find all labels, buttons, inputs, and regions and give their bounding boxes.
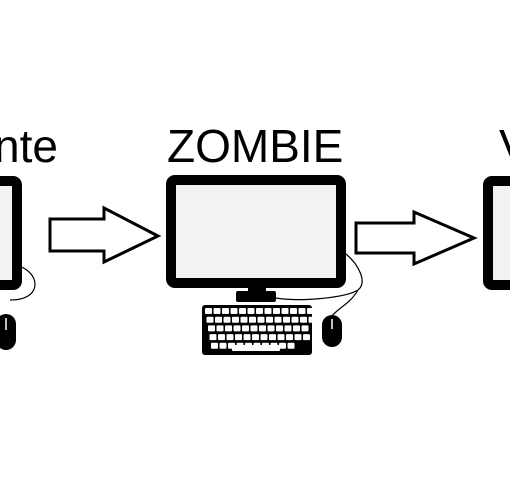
keyboard-key [287, 342, 295, 349]
node-label-right: V [499, 116, 510, 176]
keyboard-key [277, 334, 285, 341]
keyboard-key [260, 334, 268, 341]
keyboard-key [294, 334, 302, 341]
keyboard-key [308, 316, 316, 323]
keyboard-key [243, 334, 251, 341]
keyboard-icon [202, 305, 316, 355]
keyboard-key [256, 308, 263, 314]
keyboard-key [301, 325, 309, 332]
monitor-icon-zombie [166, 175, 346, 288]
arrow-right-icon-1 [48, 205, 162, 265]
computer-zombie [166, 175, 363, 355]
keyboard-key [257, 316, 265, 323]
keyboard-key [216, 325, 224, 332]
keyboard-key [291, 316, 299, 323]
keyboard-key [259, 325, 266, 332]
keyboard-key [218, 334, 225, 341]
monitor-icon-right [483, 176, 510, 290]
keyboard-key [273, 308, 280, 314]
keyboard-key [239, 308, 246, 314]
keyboard-key [223, 316, 231, 323]
mouse-icon-left [0, 314, 16, 350]
keyboard-key [290, 308, 297, 314]
keyboard-key [233, 325, 241, 332]
keyboard-key [266, 316, 273, 323]
keyboard-key [226, 334, 234, 341]
keyboard-key [279, 342, 286, 349]
keyboard-key [247, 308, 255, 314]
computer-right [483, 176, 510, 290]
arrow-right-icon-2 [354, 209, 478, 267]
keyboard-key [213, 308, 221, 314]
keyboard-key [235, 334, 242, 341]
keyboard-key [225, 325, 232, 332]
keyboard-key [240, 316, 248, 323]
keyboard-key [249, 316, 256, 323]
computer-left [0, 176, 36, 350]
keyboard-key [303, 334, 310, 341]
keyboard-key [276, 325, 283, 332]
monitor-stand [236, 291, 276, 302]
keyboard-key [298, 308, 306, 314]
mouse-cable-left [9, 264, 36, 301]
keyboard-key [269, 334, 276, 341]
keyboard-key [264, 308, 272, 314]
keyboard-key [230, 308, 238, 314]
keyboard-key [250, 325, 258, 332]
keyboard-key [232, 316, 239, 323]
keyboard-key [274, 316, 282, 323]
keyboard-spacebar [232, 345, 280, 351]
keyboard-key [222, 308, 229, 314]
keyboard-key [284, 325, 292, 332]
keyboard-key [252, 334, 259, 341]
keyboard-key [242, 325, 249, 332]
keyboard-key [209, 334, 217, 341]
keyboard-key [281, 308, 289, 314]
monitor-icon-left [0, 176, 22, 290]
keyboard-key [286, 334, 293, 341]
keyboard-key [307, 308, 314, 314]
keyboard-key [300, 316, 307, 323]
keyboard-key [211, 342, 218, 349]
mouse-icon-zombie [322, 315, 342, 347]
keyboard-key [219, 342, 227, 349]
keyboard-key [215, 316, 222, 323]
node-label-zombie: ZOMBIE [167, 120, 344, 172]
keyboard-key [283, 316, 290, 323]
keyboard-key [293, 325, 300, 332]
keyboard-key [208, 325, 215, 332]
keyboard-key [205, 308, 212, 314]
node-label-left: nte [0, 120, 58, 172]
keyboard-key [267, 325, 275, 332]
keyboard-key [206, 316, 214, 323]
